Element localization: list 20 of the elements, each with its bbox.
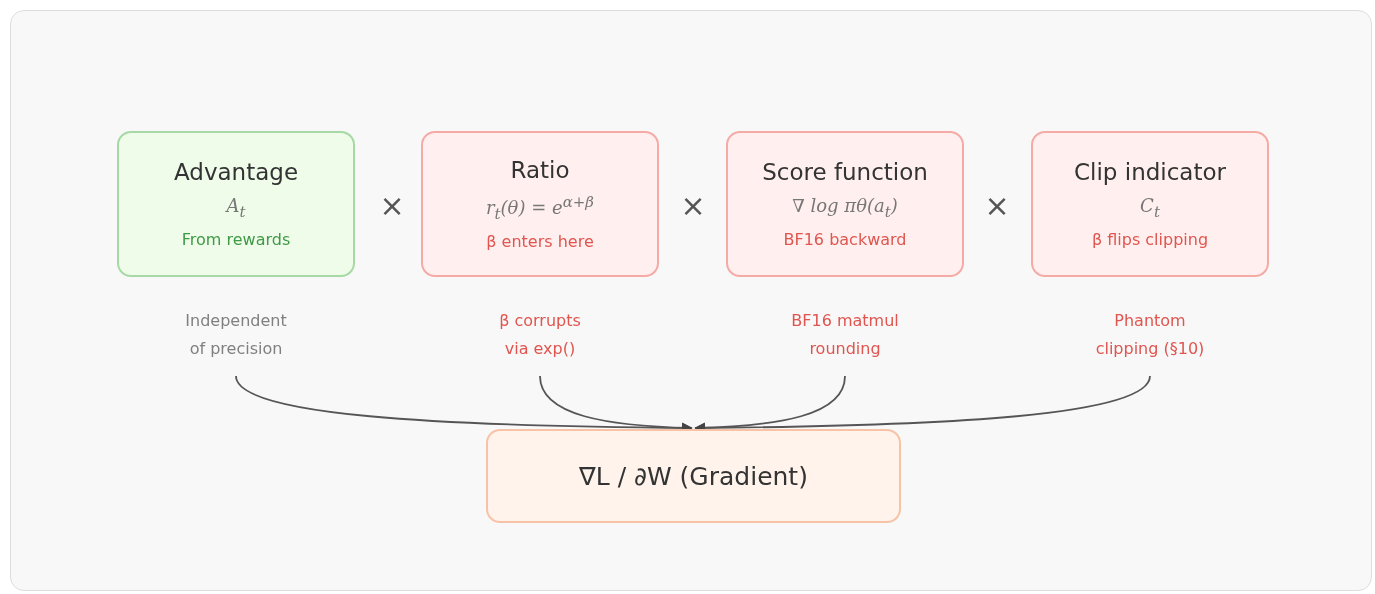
formula: ∇ log πθ(a$_{t}$): [792, 194, 898, 221]
node-label: BF16 matmul rounding: [790, 310, 900, 360]
multiply-sign: ×: [679, 188, 707, 223]
formula: C$_{t}$: [1140, 194, 1160, 221]
formula: A$_{t}$: [226, 194, 246, 221]
node-label: Independent of precision: [184, 310, 288, 360]
box-title: Score function: [762, 158, 928, 185]
box-title: ∇L / ∂W (Gradient): [579, 461, 808, 491]
box-note: From rewards: [181, 230, 291, 250]
formula: r$_{t}$(θ) = e$^{α+β}$: [485, 192, 595, 223]
box-note: β enters here: [486, 232, 594, 252]
box-title: Advantage: [173, 158, 299, 185]
node-label: Phantom clipping (§10): [1094, 310, 1206, 360]
node-label: β corrupts via exp(): [498, 310, 582, 360]
multiply-sign: ×: [983, 188, 1011, 223]
box-note: β flips clipping: [1091, 230, 1209, 250]
multiply-sign: ×: [378, 188, 406, 223]
box-note: BF16 backward: [783, 230, 907, 250]
box-title: Ratio: [510, 156, 570, 183]
box-title: Clip indicator: [1074, 158, 1226, 185]
